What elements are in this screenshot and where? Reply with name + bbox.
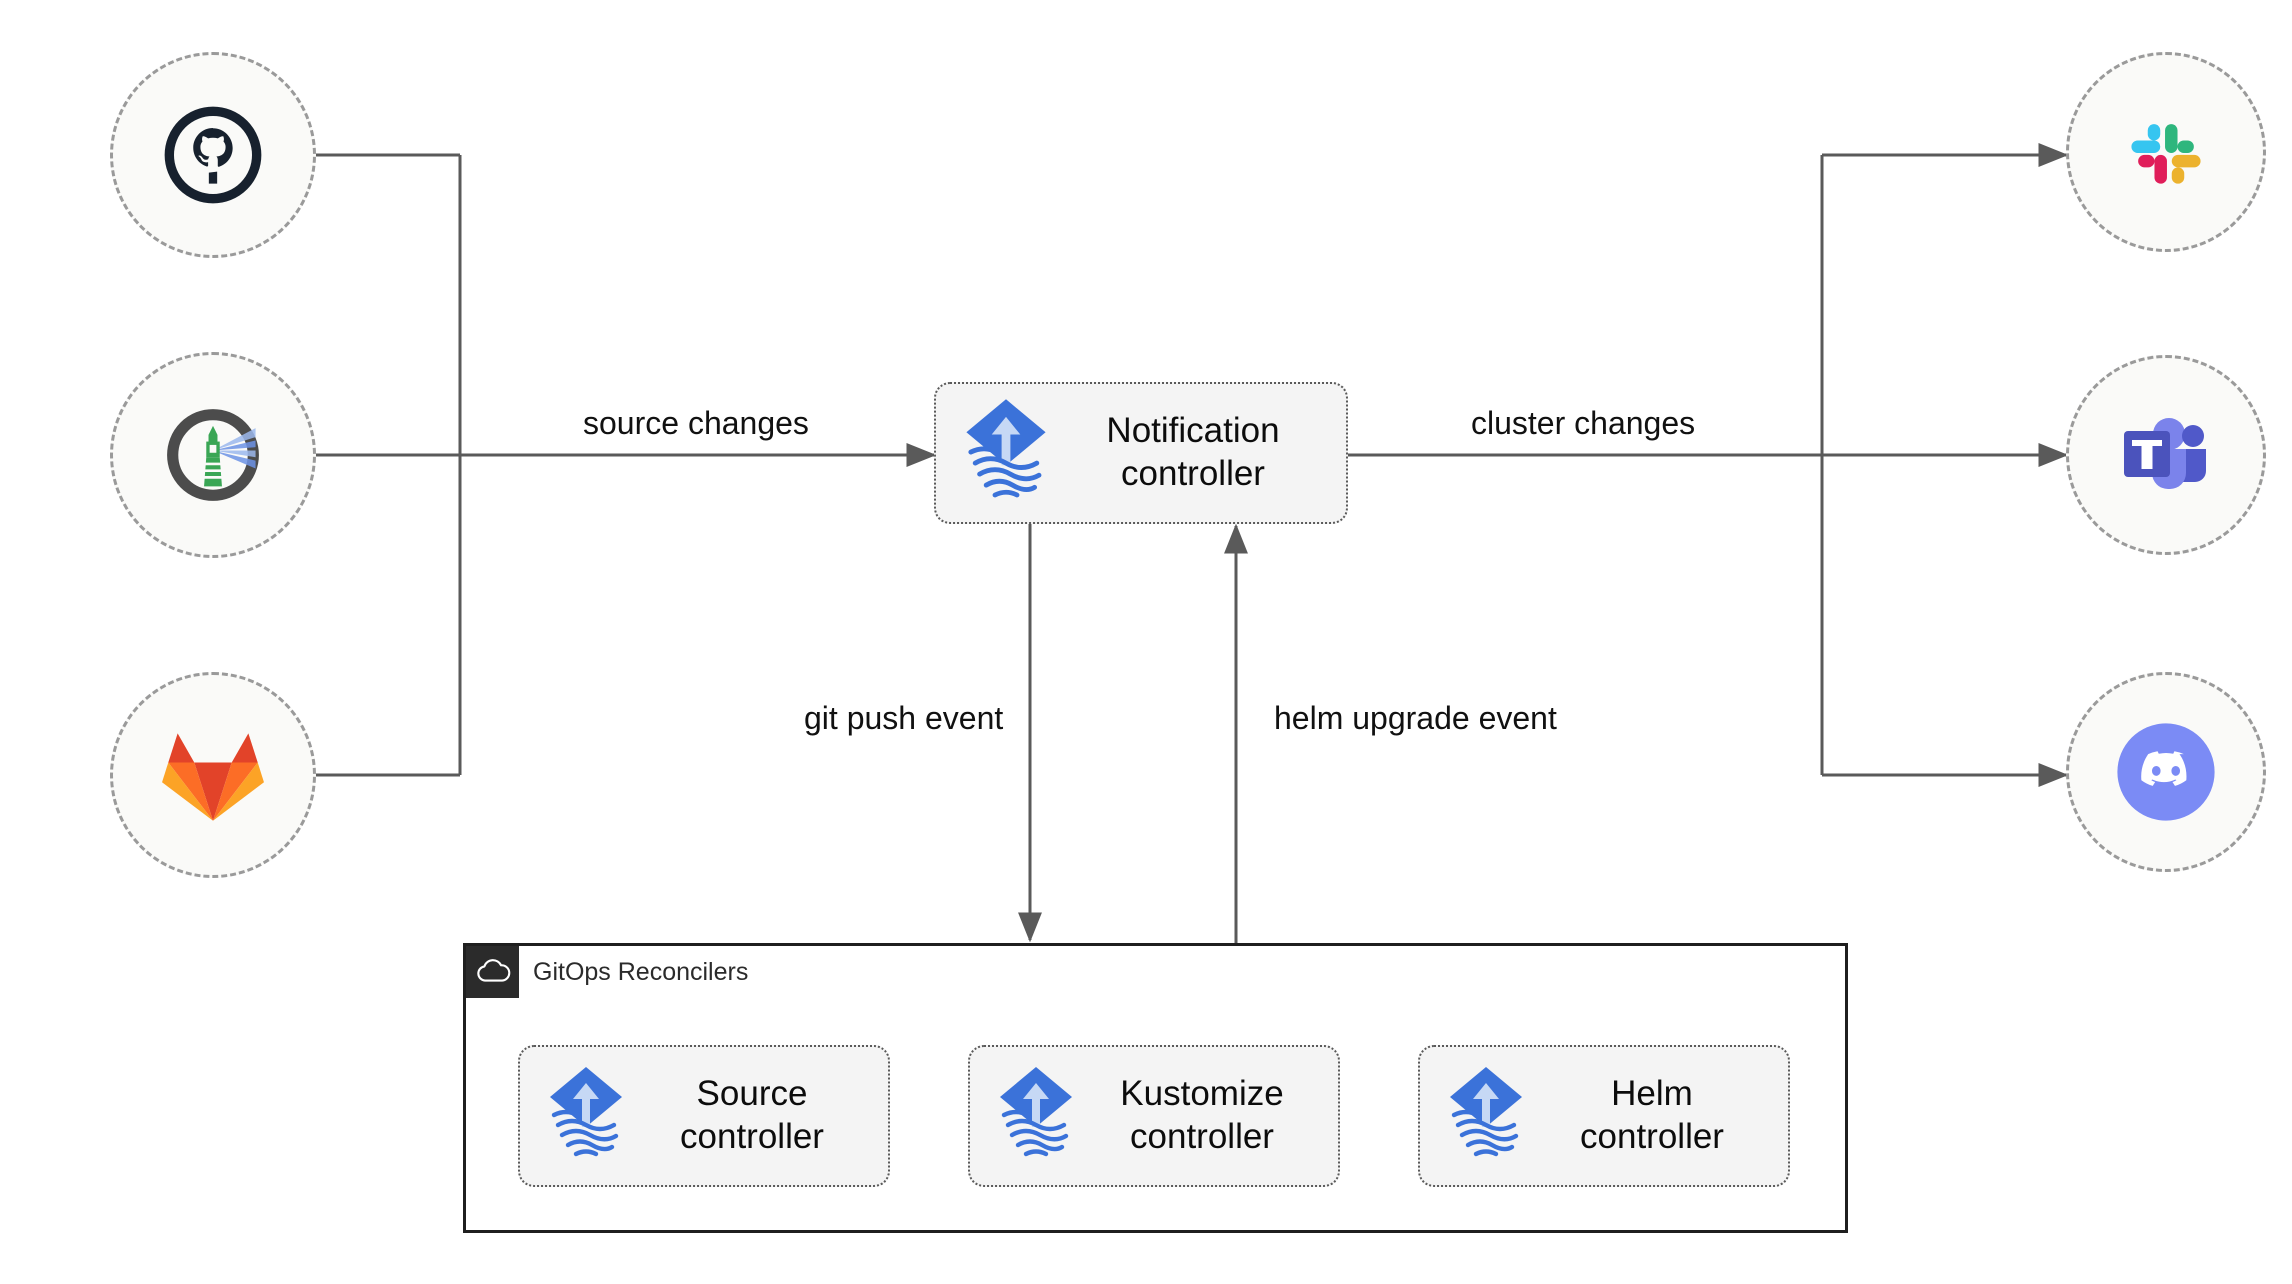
slack-icon bbox=[2131, 124, 2201, 184]
kustomize-controller-label: Kustomize controller bbox=[1120, 1074, 1284, 1156]
notification-controller-box[interactable]: Notification controller bbox=[934, 382, 1348, 524]
edge-label-helm-upgrade-event: helm upgrade event bbox=[1266, 700, 1565, 737]
destination-node-discord[interactable] bbox=[2066, 672, 2266, 872]
flux-logo-icon bbox=[962, 397, 1050, 510]
gitops-group-title: GitOps Reconcilers bbox=[533, 957, 749, 986]
edge-label-git-push-event: git push event bbox=[796, 700, 1012, 737]
helm-controller-label: Helm controller bbox=[1580, 1074, 1724, 1156]
gitops-reconcilers-group: GitOps Reconcilers Source controller bbox=[463, 943, 1848, 1233]
cloud-icon bbox=[466, 946, 519, 998]
kustomize-controller-box[interactable]: Kustomize controller bbox=[968, 1045, 1340, 1187]
github-icon bbox=[164, 106, 262, 204]
notification-controller-label: Notification controller bbox=[1106, 411, 1280, 493]
gitops-group-header: GitOps Reconcilers bbox=[466, 946, 748, 998]
source-controller-label: Source controller bbox=[680, 1074, 824, 1156]
source-controller-box[interactable]: Source controller bbox=[518, 1045, 890, 1187]
flux-logo-icon bbox=[1446, 1064, 1526, 1169]
edge-label-cluster-changes: cluster changes bbox=[1463, 405, 1704, 442]
helm-controller-box[interactable]: Helm controller bbox=[1418, 1045, 1790, 1187]
destination-node-teams[interactable] bbox=[2066, 355, 2266, 555]
gitlab-icon bbox=[162, 733, 264, 821]
flux-logo-icon bbox=[546, 1064, 626, 1169]
source-node-github[interactable] bbox=[110, 52, 316, 258]
microsoft-teams-icon bbox=[2124, 418, 2206, 489]
destination-node-slack[interactable] bbox=[2066, 52, 2266, 252]
flux-lighthouse-icon bbox=[167, 409, 259, 501]
discord-icon bbox=[2117, 723, 2215, 821]
source-node-gitlab[interactable] bbox=[110, 672, 316, 878]
source-node-flux[interactable] bbox=[110, 352, 316, 558]
edge-label-source-changes: source changes bbox=[575, 405, 817, 442]
flux-logo-icon bbox=[996, 1064, 1076, 1169]
